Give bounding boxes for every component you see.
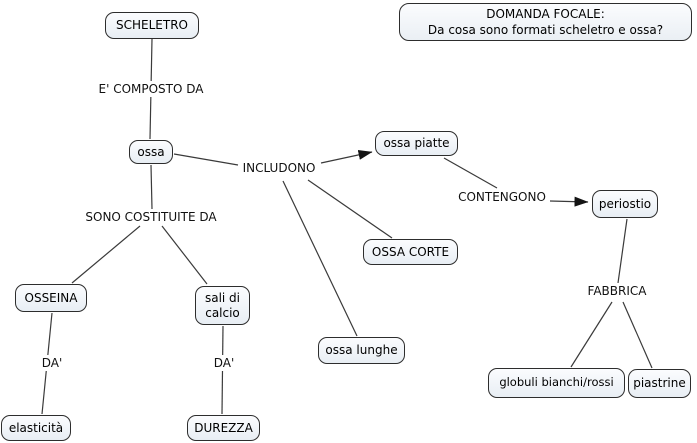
link-label-includono[interactable]: INCLUDONO	[239, 160, 319, 176]
connector-contengono-periostio-arrow	[549, 196, 589, 207]
node-scheletro[interactable]: SCHELETRO	[105, 12, 199, 39]
link-label-sono-costituite-da[interactable]: SONO COSTITUITE DA	[82, 209, 220, 225]
connector-ossa-sono-costituite	[150, 164, 153, 210]
connector-fabbrica-globuli	[570, 301, 613, 368]
focal-question-box[interactable]: DOMANDA FOCALE: Da cosa sono formati sch…	[399, 3, 692, 41]
node-ossa-piatte[interactable]: ossa piatte	[375, 131, 458, 156]
link-label-e-composto-da[interactable]: E' COMPOSTO DA	[95, 81, 207, 97]
link-label-contengono[interactable]: CONTENGONO	[455, 189, 549, 205]
node-elasticita[interactable]: elasticità	[1, 415, 71, 441]
node-ossa-corte[interactable]: OSSA CORTE	[363, 239, 458, 265]
connector-ossa-piatte-contengono	[443, 157, 498, 189]
connector-includono-ossa-piatte-arrow	[320, 149, 373, 164]
node-globuli-bianchi-rossi[interactable]: globuli bianchi/rossi	[488, 368, 625, 398]
node-ossa[interactable]: ossa	[129, 140, 173, 164]
connector-includono-ossa-lunghe	[282, 180, 358, 337]
connector-fabbrica-piastrine	[622, 301, 653, 369]
node-ossa-lunghe[interactable]: ossa lunghe	[318, 337, 405, 364]
connector-ossa-includono	[173, 153, 239, 166]
connector-includono-ossa-corte	[307, 179, 393, 239]
connector-periostio-fabbrica	[617, 218, 628, 284]
connector-sono-costituite-osseina	[71, 225, 141, 284]
node-piastrine[interactable]: piastrine	[628, 369, 691, 398]
connector-sono-costituite-sali	[161, 225, 208, 285]
node-periostio[interactable]: periostio	[592, 190, 658, 218]
focal-question-text: Da cosa sono formati scheletro e ossa?	[427, 23, 664, 37]
focal-question-title: DOMANDA FOCALE:	[486, 6, 605, 21]
node-sali-di-calcio[interactable]: sali di calcio	[195, 286, 250, 325]
node-osseina[interactable]: OSSEINA	[15, 284, 87, 312]
link-label-fabbrica[interactable]: FABBRICA	[584, 283, 650, 299]
link-label-da-left[interactable]: DA'	[38, 355, 66, 371]
link-label-da-right[interactable]: DA'	[210, 355, 238, 371]
node-durezza[interactable]: DUREZZA	[187, 415, 260, 441]
